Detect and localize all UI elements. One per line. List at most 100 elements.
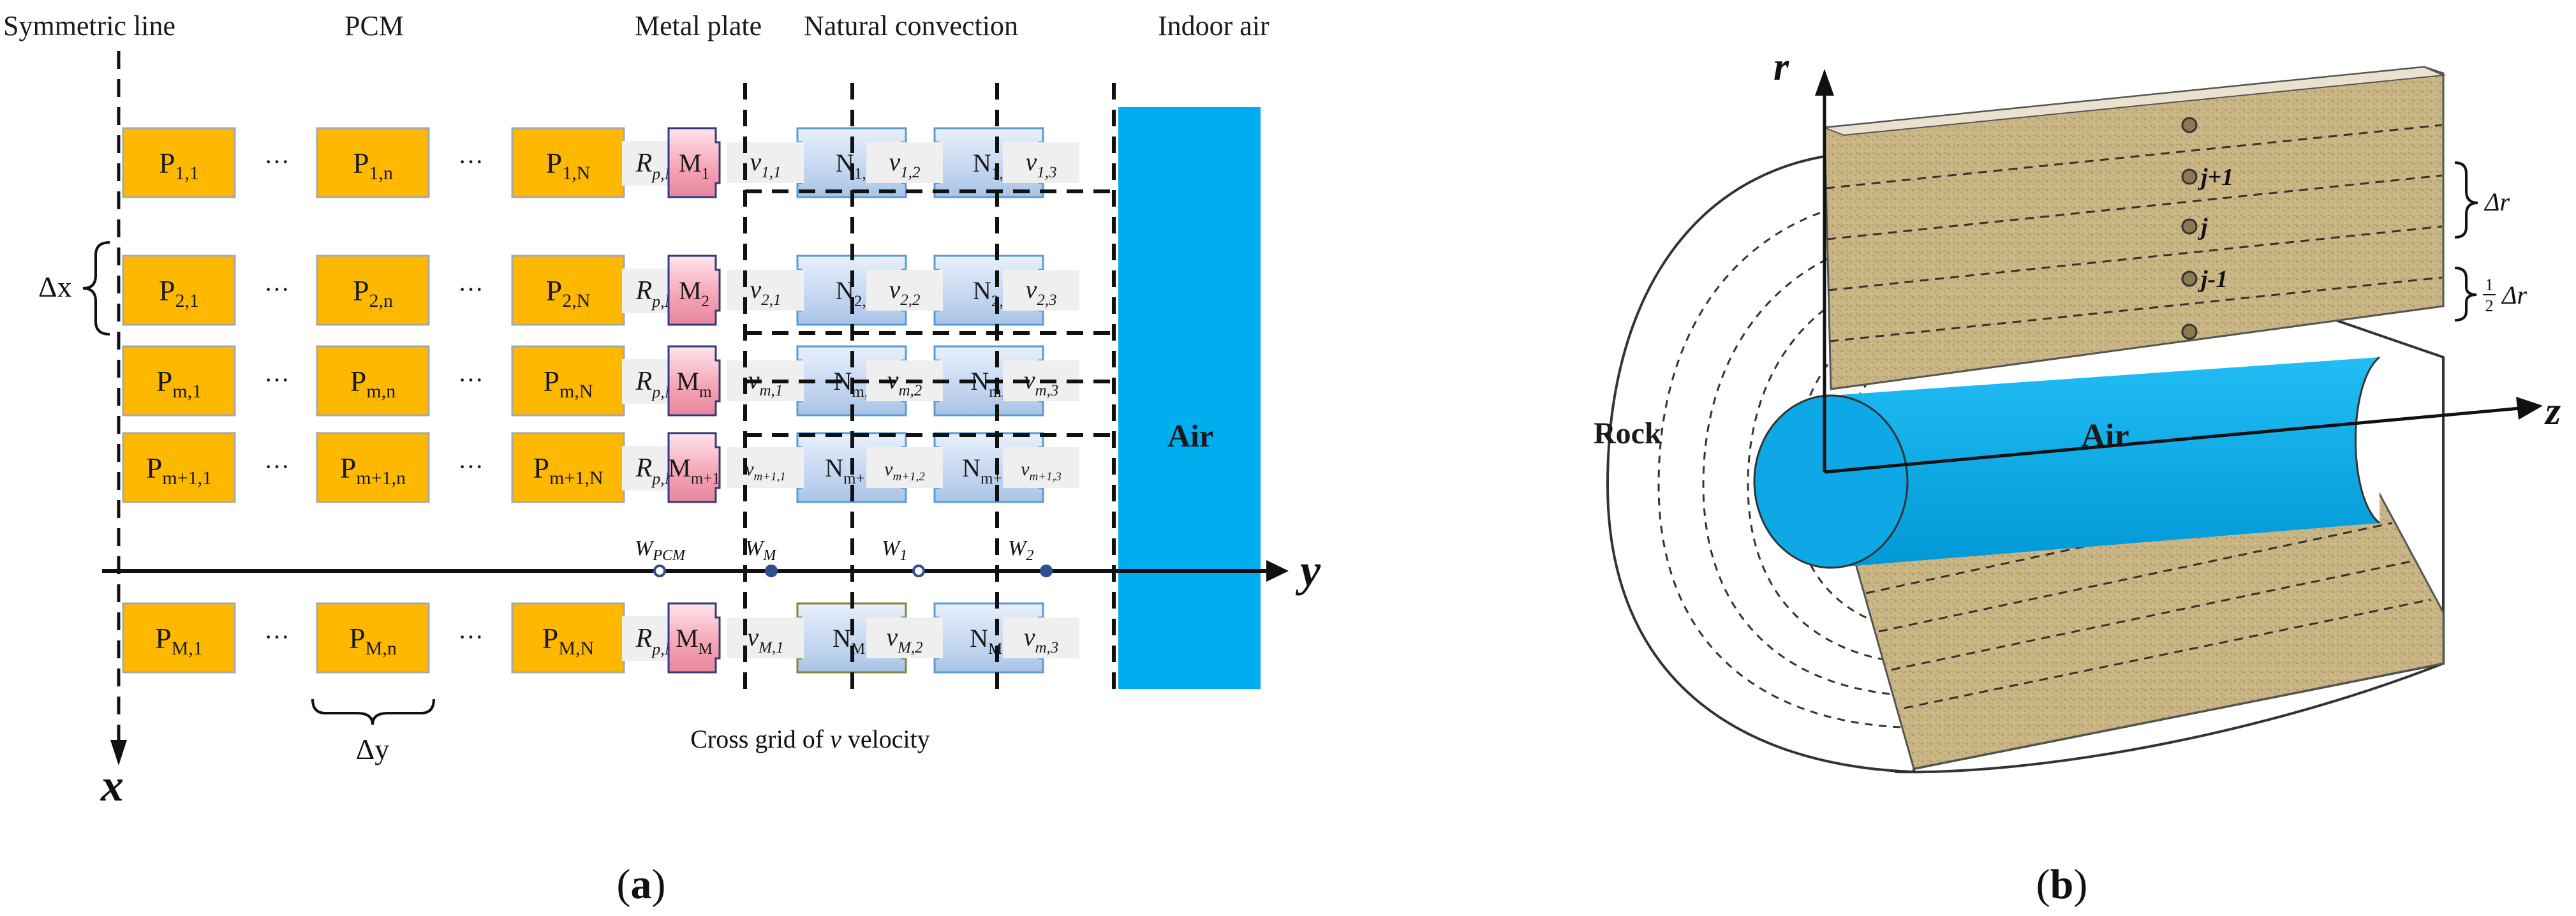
w-pcm-label: WPCM bbox=[635, 536, 686, 564]
pcm-cell bbox=[122, 345, 236, 417]
metal-cell-label: Mm bbox=[676, 367, 712, 401]
delta-y-label: Δy bbox=[356, 733, 390, 765]
delta-r-brace bbox=[2454, 161, 2478, 239]
ellipsis: ··· bbox=[264, 452, 290, 481]
metal-plate-cell bbox=[667, 345, 721, 417]
velocity-label: v2,2 bbox=[889, 275, 920, 309]
pcm-cell-label: P1,n bbox=[353, 147, 393, 184]
pcm-cell-label: P2,n bbox=[353, 274, 393, 311]
w-m-label: WM bbox=[745, 536, 777, 564]
half-delta-r-brace bbox=[2454, 267, 2477, 321]
half-delta-r-label: Δr bbox=[2501, 281, 2527, 309]
header-metal-plate: Metal plate bbox=[635, 10, 762, 41]
caption-a: (a) bbox=[617, 861, 666, 908]
half-fraction-den: 2 bbox=[2485, 297, 2494, 315]
ellipsis: ··· bbox=[458, 366, 484, 394]
velocity-label-bg bbox=[727, 360, 804, 401]
pcm-cell-label: Pm+1,1 bbox=[146, 452, 212, 489]
z-axis-line bbox=[1824, 406, 2520, 474]
pcm-cell bbox=[511, 432, 625, 503]
velocity-label-bg bbox=[866, 617, 943, 658]
metal-cell-label: M2 bbox=[679, 276, 709, 310]
pcm-cell-label: P1,N bbox=[546, 147, 591, 184]
velocity-label-bg bbox=[866, 447, 943, 488]
metal-cell-label: Mm+1 bbox=[668, 454, 720, 487]
pcm-cell-label: Pm,N bbox=[543, 365, 593, 402]
ellipsis: ··· bbox=[458, 275, 484, 304]
delta-r-label: Δr bbox=[2483, 188, 2510, 216]
ellipsis: ··· bbox=[458, 147, 484, 176]
header-natural-convection: Natural convection bbox=[804, 10, 1018, 41]
ellipsis: ··· bbox=[264, 623, 290, 651]
header-pcm: PCM bbox=[344, 10, 404, 41]
w-m-point bbox=[765, 565, 778, 577]
pcm-cell bbox=[122, 127, 236, 198]
node-label-j-plus-1: j+1 bbox=[2198, 164, 2233, 191]
x-axis-arrowhead bbox=[110, 740, 127, 765]
y-axis-label: y bbox=[1295, 545, 1321, 596]
upper-slab-layer-lines bbox=[1825, 124, 2443, 343]
pcm-cell-label: Pm,1 bbox=[156, 365, 202, 402]
grid-nodes bbox=[2181, 117, 2198, 340]
node-label-j-minus-1: j-1 bbox=[2198, 266, 2228, 293]
air-tube-front-cap bbox=[1753, 394, 1909, 569]
pcm-cell bbox=[511, 602, 625, 674]
ellipsis: ··· bbox=[458, 452, 484, 481]
ellipsis: ··· bbox=[264, 366, 290, 394]
pcm-cell-label: Pm+1,N bbox=[533, 452, 603, 489]
air-tube-body bbox=[1831, 357, 2380, 568]
pcm-cell-label: PM,n bbox=[349, 622, 397, 659]
delta-x-brace bbox=[82, 241, 110, 336]
velocity-label: vm+1,3 bbox=[1021, 459, 1062, 484]
velocity-label: vm,3 bbox=[1024, 623, 1059, 656]
w-markers bbox=[653, 565, 1053, 577]
rock-label: Rock bbox=[1594, 417, 1662, 450]
y-axis-arrowhead bbox=[1266, 560, 1289, 582]
air-tube-end-cap bbox=[2355, 356, 2380, 524]
w-1-point bbox=[912, 565, 925, 577]
indoor-air-label: Air bbox=[1167, 418, 1213, 454]
pcm-cell-label: PM,N bbox=[542, 622, 594, 659]
ellipsis: ··· bbox=[264, 275, 290, 304]
velocity-label-bg bbox=[727, 270, 804, 311]
velocity-label: v2,1 bbox=[750, 275, 781, 309]
rock-bottom-edge bbox=[1894, 662, 2444, 774]
pcm-cell bbox=[122, 255, 236, 326]
delta-x-label: Δx bbox=[38, 270, 72, 303]
pcm-cell bbox=[122, 432, 236, 503]
panel-b-cylinder-diagram: Air Rock r z j+1 j j-1 Δ bbox=[1594, 45, 2561, 908]
panel-a-grid-diagram: Symmetric line PCM Metal plate Natural c… bbox=[3, 10, 1321, 908]
velocity-label: vM,1 bbox=[747, 623, 783, 656]
w-2-point bbox=[1040, 565, 1053, 577]
pcm-cell-label: Pm+1,n bbox=[340, 452, 406, 489]
w-pcm-point bbox=[653, 565, 666, 577]
z-axis-arrowhead bbox=[2516, 397, 2543, 420]
w-2-label: W2 bbox=[1008, 536, 1033, 564]
cross-grid-caption: Cross grid of v velocity bbox=[690, 725, 930, 753]
metal-plate-cell bbox=[667, 127, 721, 198]
pcm-cell bbox=[511, 127, 625, 198]
header-indoor-air: Indoor air bbox=[1158, 10, 1269, 41]
velocity-label-bg bbox=[1003, 270, 1079, 311]
pcm-cell-label: PM,1 bbox=[155, 622, 203, 659]
pcm-cell bbox=[316, 127, 430, 198]
metal-plate-cell bbox=[667, 602, 721, 674]
pcm-cell bbox=[316, 432, 430, 503]
ellipsis: ··· bbox=[264, 147, 290, 176]
velocity-label-bg bbox=[727, 142, 804, 183]
velocity-label-bg bbox=[866, 142, 943, 183]
header-symmetric-line: Symmetric line bbox=[3, 10, 175, 41]
z-axis-label: z bbox=[2544, 390, 2561, 433]
upper-slab-top-face bbox=[1824, 66, 2446, 137]
pcm-cell bbox=[316, 255, 430, 326]
r-axis-arrowhead bbox=[1815, 69, 1834, 96]
velocity-label-bg bbox=[1003, 142, 1079, 183]
metal-plate-cell bbox=[667, 255, 721, 326]
velocity-label: v2,3 bbox=[1025, 275, 1056, 309]
ellipsis: ··· bbox=[458, 623, 484, 651]
velocity-label: vM,2 bbox=[886, 623, 922, 656]
pcm-cell-label: P2,N bbox=[546, 274, 591, 311]
pcm-cell bbox=[122, 602, 236, 674]
